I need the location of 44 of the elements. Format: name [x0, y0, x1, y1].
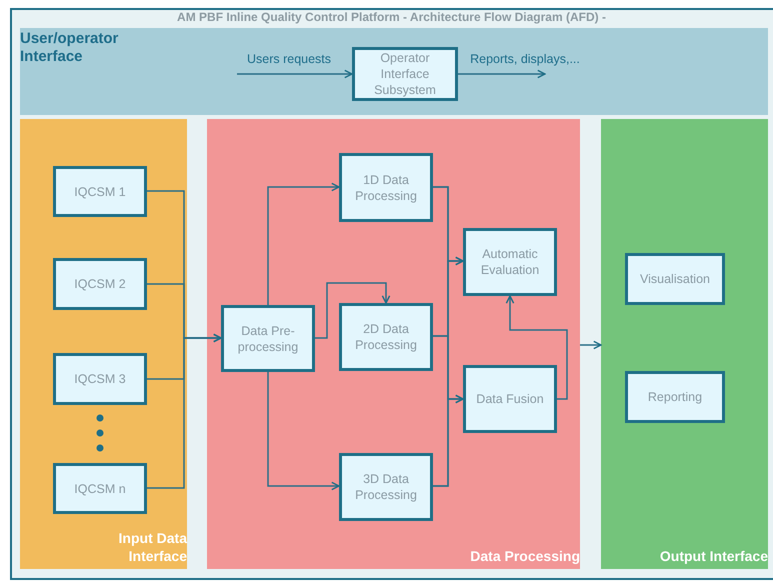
group-panel — [20, 28, 768, 115]
group-panel — [20, 119, 187, 569]
process-box — [53, 258, 147, 310]
box-text: Operator Interface Subsystem — [373, 50, 437, 98]
box-text: Reporting — [646, 389, 704, 405]
box-text: 3D Data Processing — [354, 471, 418, 503]
process-box — [625, 371, 725, 423]
group-panel — [207, 119, 580, 569]
panel-title: Output Interface — [660, 547, 768, 565]
box-text: Data Fusion — [475, 391, 545, 407]
arrow — [267, 372, 340, 490]
arrow — [458, 70, 546, 78]
box-text: 1D Data Processing — [354, 172, 418, 204]
box-text: Automatic Evaluation — [480, 246, 540, 278]
box-text: Visualisation — [639, 271, 711, 287]
arrow — [147, 334, 222, 489]
process-box — [463, 365, 557, 433]
process-box — [53, 353, 147, 405]
process-box — [625, 253, 725, 305]
arrow — [267, 182, 340, 305]
box-text: Data Pre-processing — [236, 322, 300, 354]
process-box — [352, 47, 458, 101]
box-text: IQCSM 1 — [73, 184, 127, 200]
box-text: IQCSM 2 — [73, 276, 127, 292]
box-text: IQCSM n — [73, 480, 127, 496]
arrow — [506, 295, 568, 400]
group-panel — [601, 119, 768, 569]
panel-title: Data Processing — [470, 547, 580, 565]
arrow — [315, 282, 390, 339]
process-box — [339, 453, 433, 521]
box-text: 2D Data Processing — [354, 321, 418, 353]
arrow — [433, 394, 464, 487]
diagram-title: AM PBF Inline Quality Control Platform - Architecture Flow Diagram (AFD) - — [176, 10, 607, 24]
process-box — [463, 228, 557, 296]
process-box — [53, 166, 147, 217]
arrow — [580, 340, 602, 350]
process-box — [339, 303, 433, 371]
panel-title: Input Data Interface — [118, 529, 187, 565]
process-box — [221, 305, 315, 372]
process-box — [339, 153, 433, 222]
box-text: IQCSM 3 — [73, 371, 127, 387]
panel-title: User/operator Interface — [20, 30, 120, 66]
process-box — [53, 463, 147, 514]
arrow — [237, 70, 353, 78]
